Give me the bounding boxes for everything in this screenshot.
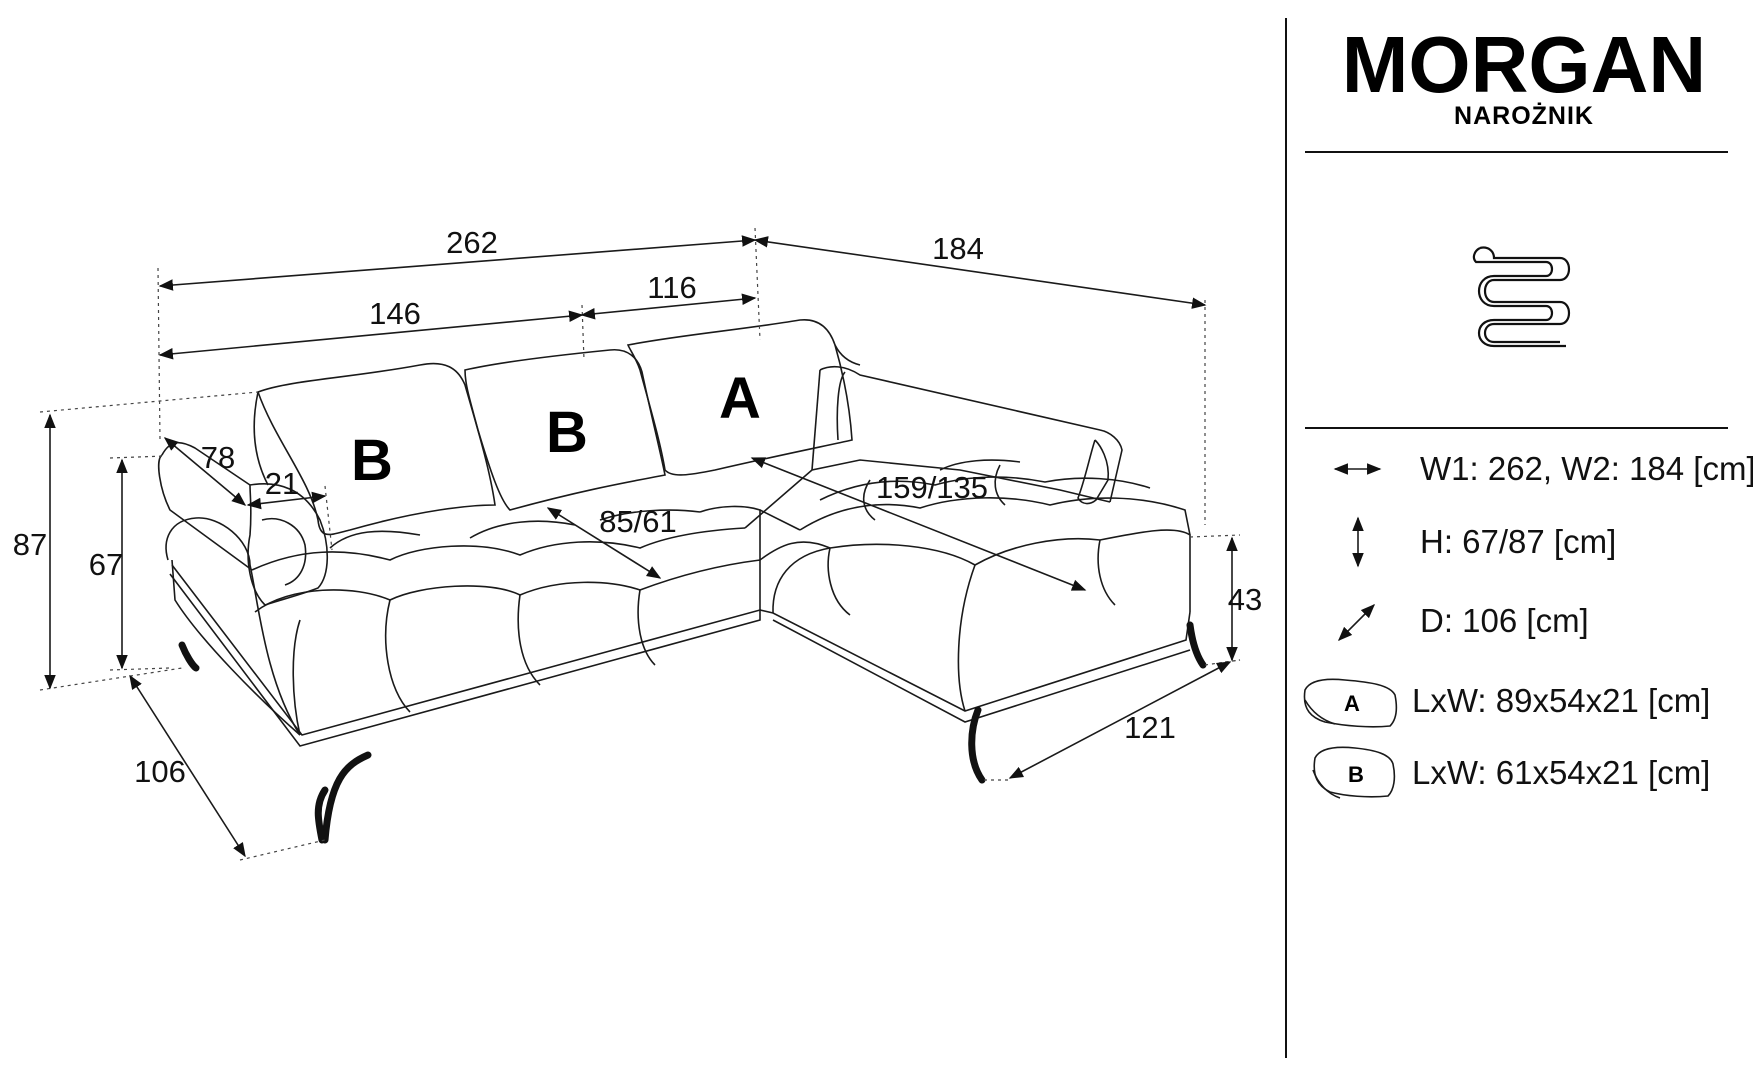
- cushion-b-icon: B: [1312, 746, 1396, 799]
- spec-height: H: 67/87 [cm]: [1420, 523, 1616, 560]
- dim-seat-height: 43: [1228, 582, 1262, 617]
- dim-left-section: 146: [369, 296, 421, 331]
- cushion-label-b-middle: B: [546, 400, 588, 465]
- dim-mid-section: 116: [647, 270, 696, 305]
- spec-depth: D: 106 [cm]: [1420, 602, 1589, 639]
- cushion-b-badge-letter: B: [1348, 762, 1364, 787]
- diagonal-double-arrow-icon: [1337, 603, 1376, 642]
- dimension-lines: [39, 227, 1241, 861]
- zigzag-spring-icon: [1472, 246, 1571, 348]
- dim-seat-depth: 85/61: [599, 504, 677, 539]
- cushion-label-b-left: B: [351, 428, 393, 493]
- dim-total-width: 262: [446, 225, 498, 260]
- dim-height-total: 87: [13, 527, 47, 562]
- spec-width: W1: 262, W2: 184 [cm]: [1420, 450, 1753, 487]
- cushion-a-icon: A: [1303, 678, 1398, 728]
- product-subtitle: NAROŻNIK: [1454, 102, 1594, 130]
- dim-height-back: 67: [89, 547, 123, 582]
- dim-depth: 106: [134, 754, 186, 789]
- spec-cushion-b: LxW: 61x54x21 [cm]: [1412, 754, 1710, 791]
- cushion-a-badge-letter: A: [1344, 691, 1360, 716]
- dim-chaise-depth: 159/135: [876, 470, 988, 505]
- cushion-label-a: A: [719, 366, 761, 431]
- dim-chaise-width: 121: [1124, 710, 1176, 745]
- sofa-legs: [178, 621, 1207, 844]
- dim-right-width: 184: [932, 231, 984, 266]
- dim-armrest-depth: 78: [201, 440, 235, 475]
- dim-armrest-width: 21: [265, 466, 299, 501]
- brand-title: MORGAN: [1342, 20, 1706, 109]
- spec-cushion-a: LxW: 89x54x21 [cm]: [1412, 682, 1710, 719]
- spec-list: W1: 262, W2: 184 [cm] H: 67/87 [cm] D: 1…: [1303, 450, 1753, 799]
